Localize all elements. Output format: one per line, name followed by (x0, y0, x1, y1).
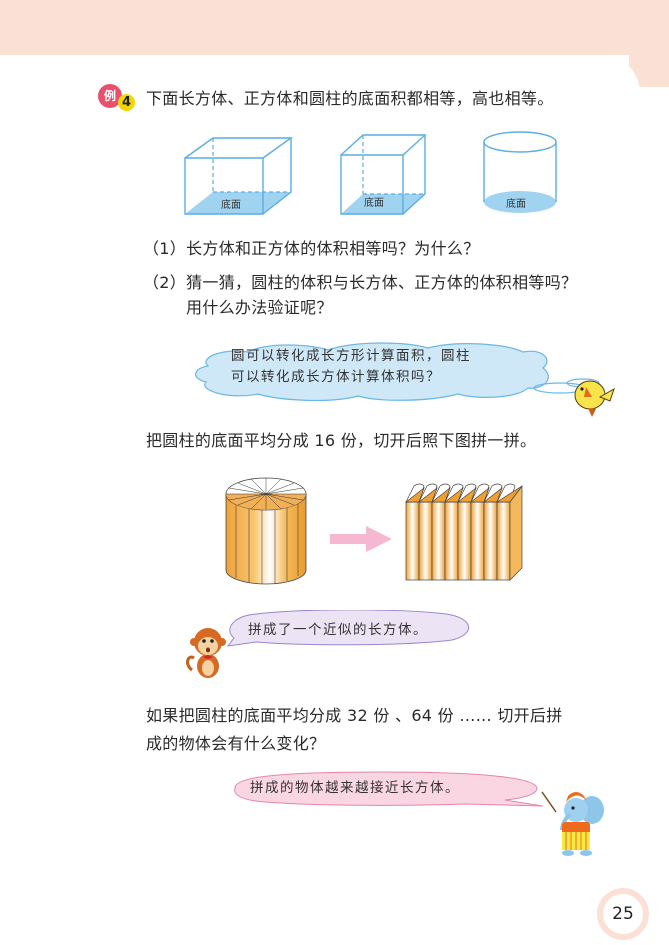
question-2-text: 猜一猜，圆柱的体积与长方体、正方体的体积相等吗？ (186, 273, 578, 292)
example-intro: 下面长方体、正方体和圆柱的底面积都相等，高也相等。 (146, 89, 554, 108)
question-1-text: 长方体和正方体的体积相等吗？为什么？ (186, 239, 480, 258)
monkey-speech-bubble (226, 610, 470, 647)
elephant-mascot (541, 791, 604, 856)
bird-bubble-line1: 圆可以转化成长方形计算面积，圆柱 (231, 348, 471, 364)
instruction-text: 把圆柱的底面平均分成 16 份，切开后照下图拼一拼。 (146, 431, 537, 450)
bird-mascot (574, 380, 615, 417)
rearranged-strips-figure (404, 483, 523, 581)
question-1: （1）长方体和正方体的体积相等吗？为什么？ (143, 238, 480, 260)
page-number: 25 (597, 888, 649, 940)
example-number-badge: 4 (118, 94, 135, 111)
cuboid-base-label: 底面 (221, 198, 241, 211)
question-2-number: （2） (143, 273, 187, 292)
bird-bubble-line2: 可以转化成长方体计算体积吗？ (231, 369, 441, 385)
cube-base-label: 底面 (364, 196, 384, 209)
followup-line2: 成的物体会有什么变化？ (146, 734, 326, 753)
elephant-bubble-text: 拼成的物体越来越接近长方体。 (250, 780, 460, 796)
cube-figure: 底面 (340, 134, 427, 215)
cylinder-figure: 底面 (483, 131, 557, 213)
elephant-speech-bubble (234, 771, 544, 807)
monkey-mascot (186, 628, 226, 678)
sliced-cylinder-figure (225, 477, 307, 585)
cylinder-base-label: 底面 (506, 197, 526, 210)
monkey-bubble-text: 拼成了一个近似的长方体。 (248, 622, 428, 638)
transform-arrow-icon (330, 526, 392, 552)
followup-line1: 如果把圆柱的底面平均分成 32 份 、64 份 …… 切开后拼 (146, 706, 563, 725)
question-2: （2）猜一猜，圆柱的体积与长方体、正方体的体积相等吗？ (143, 272, 577, 294)
question-2-line2: 用什么办法验证呢？ (186, 298, 333, 317)
cuboid-figure: 底面 (184, 137, 293, 215)
question-1-number: （1） (143, 239, 187, 258)
header-band (0, 0, 669, 55)
